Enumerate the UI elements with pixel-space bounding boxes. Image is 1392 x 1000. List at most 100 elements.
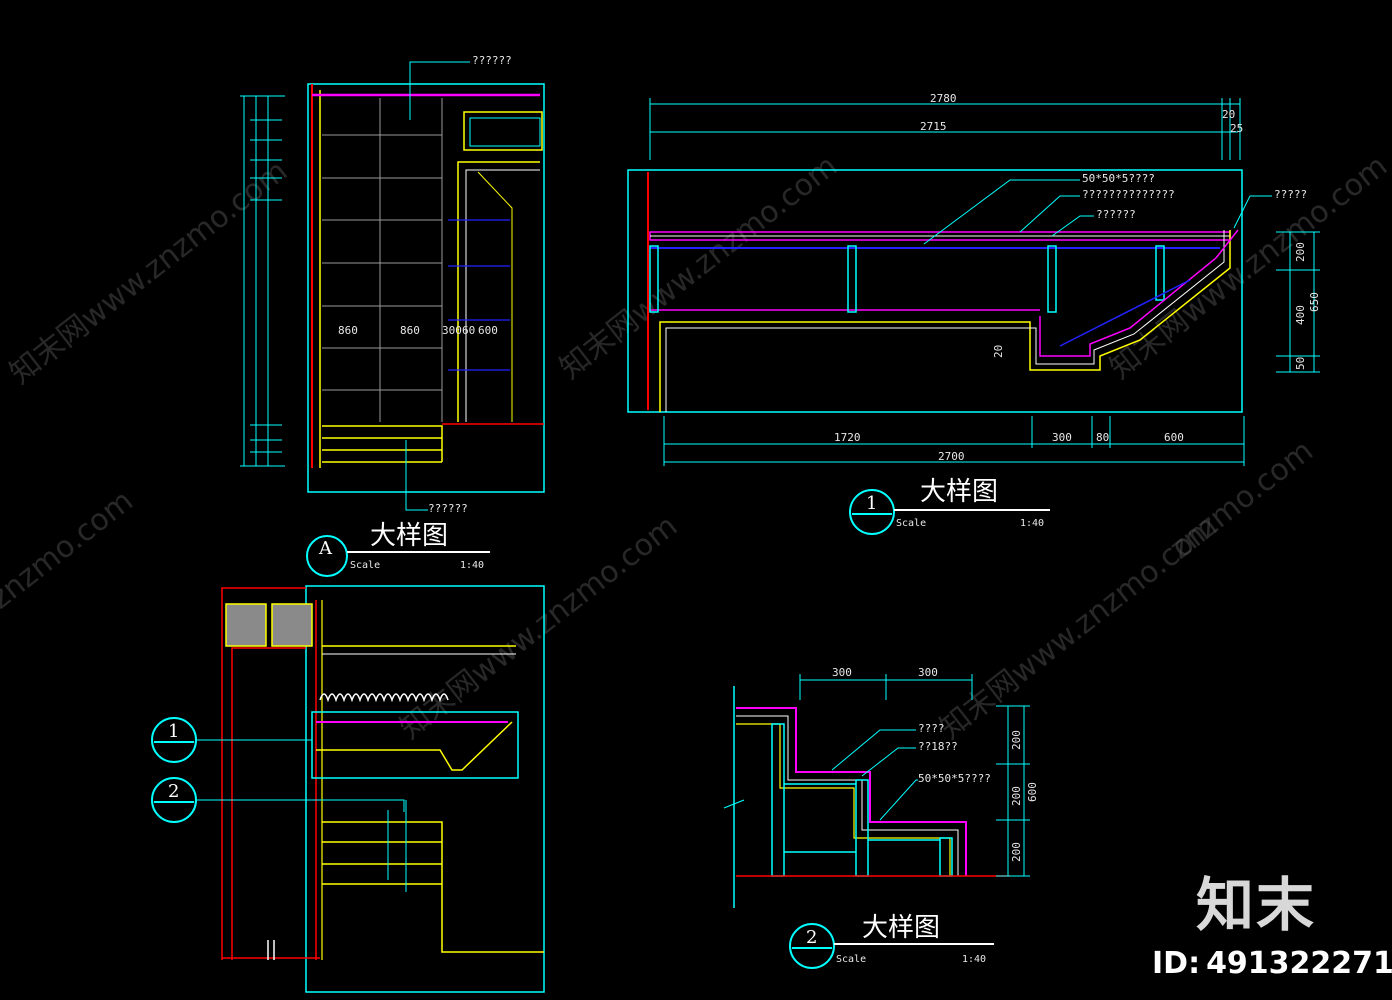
callout-text: 50*50*5???? bbox=[918, 772, 991, 785]
counter-plan bbox=[311, 711, 519, 779]
dim-label: 50 bbox=[1294, 357, 1307, 370]
base-outline bbox=[665, 230, 1225, 412]
dim-side bbox=[1276, 231, 1320, 373]
dim-label: 20 bbox=[1222, 108, 1235, 121]
section-2: 300 300 200 200 200 600 ???? bbox=[723, 666, 1039, 969]
plan-wall bbox=[221, 587, 306, 960]
view-marker-label: 2 bbox=[806, 927, 817, 948]
steps bbox=[322, 425, 443, 463]
callout-text: ?????? bbox=[428, 502, 468, 515]
section-1: 2780 2715 20 25 200 400 650 bbox=[627, 92, 1321, 535]
dim-label: 860 bbox=[400, 324, 420, 337]
section-line bbox=[196, 799, 405, 812]
scale-label: Scale bbox=[896, 518, 926, 529]
dim-label: 300 bbox=[918, 666, 938, 679]
dim-label: 300 bbox=[832, 666, 852, 679]
callout-leader bbox=[861, 747, 916, 777]
dim-label: 400 bbox=[1294, 305, 1307, 325]
callout-leader bbox=[405, 440, 428, 511]
panel-grid bbox=[322, 98, 443, 422]
brand-logo: 知末 bbox=[1196, 871, 1317, 939]
watermark: 知末网www.znzmo.com bbox=[553, 148, 844, 386]
dim-label: 20 bbox=[992, 345, 1005, 358]
plan-wall bbox=[231, 647, 306, 960]
view-title: 大样图 bbox=[370, 521, 448, 551]
view-title: 大样图 bbox=[862, 913, 940, 943]
view-marker-label: 1 bbox=[866, 493, 877, 514]
callout-leader bbox=[409, 61, 470, 120]
step-profile bbox=[736, 707, 967, 876]
view-marker-1 bbox=[849, 489, 895, 535]
door-frame bbox=[465, 169, 540, 422]
dim-label: 80 bbox=[1096, 431, 1109, 444]
section-1-frame bbox=[627, 169, 1243, 413]
dim-label: 2700 bbox=[938, 450, 965, 463]
elevation-a-frame bbox=[307, 83, 545, 493]
dim-label: 2780 bbox=[930, 92, 957, 105]
asset-id-label: ID: bbox=[1152, 946, 1201, 981]
callout-text: ????? bbox=[1274, 188, 1307, 201]
dim-label: 600 bbox=[1164, 431, 1184, 444]
callout-leader bbox=[1233, 195, 1272, 229]
scale-value: 1:40 bbox=[962, 954, 986, 965]
door-frame bbox=[457, 161, 540, 422]
callout-text: ?????? bbox=[1096, 208, 1136, 221]
scale-value: 1:40 bbox=[460, 560, 484, 571]
dim-label: 650 bbox=[1308, 292, 1321, 312]
column bbox=[225, 603, 267, 647]
dim-label: 300 bbox=[442, 324, 462, 337]
callout-text: ?????? bbox=[472, 54, 512, 67]
callout-text: ??18?? bbox=[918, 740, 958, 753]
callout-leader bbox=[923, 179, 1080, 245]
dim-bottom bbox=[663, 416, 1245, 466]
dim-label: 60 bbox=[462, 324, 475, 337]
dim-side bbox=[996, 705, 1030, 877]
callout-leader bbox=[831, 729, 916, 771]
section-marker-label: 1 bbox=[168, 721, 179, 742]
view-title: 大样图 bbox=[920, 477, 998, 507]
door-frame bbox=[477, 171, 513, 422]
dim-label: 200 bbox=[1294, 242, 1307, 262]
dim-top bbox=[799, 674, 973, 700]
view-marker-2 bbox=[789, 923, 835, 969]
view-marker-label: A bbox=[318, 538, 333, 559]
dim-label: 2715 bbox=[920, 120, 947, 133]
callout-leader bbox=[1051, 215, 1094, 237]
railing-coils bbox=[319, 693, 449, 703]
callout-text: 50*50*5???? bbox=[1082, 172, 1155, 185]
callout-text: ?????????????? bbox=[1082, 188, 1175, 201]
callout-leader bbox=[879, 779, 918, 821]
section-marker-label: 2 bbox=[168, 781, 179, 802]
dim-label: 600 bbox=[1026, 782, 1039, 802]
brace bbox=[1059, 279, 1191, 347]
callout-text: ???? bbox=[918, 722, 945, 735]
callout-leader bbox=[1019, 195, 1080, 233]
dim-label: 600 bbox=[478, 324, 498, 337]
dim-label: 200 bbox=[1010, 842, 1023, 862]
asset-id: ID:491322271 bbox=[1152, 946, 1392, 981]
scale-value: 1:40 bbox=[1020, 518, 1044, 529]
watermark-layer: 知末网www.znzmo.com 知末网www.znzmo.com 知末网www… bbox=[0, 148, 1392, 746]
dim-label: 860 bbox=[338, 324, 358, 337]
plan-steps bbox=[322, 821, 544, 953]
plan-frame bbox=[305, 585, 545, 993]
counter-plan bbox=[316, 721, 513, 771]
dim-vertical bbox=[240, 95, 285, 467]
dim-top bbox=[649, 98, 1241, 160]
dim-label: 300 bbox=[1052, 431, 1072, 444]
break-mark bbox=[723, 799, 745, 809]
dim-label: 200 bbox=[1010, 730, 1023, 750]
watermark: znzmo.com bbox=[0, 483, 140, 616]
scale-label: Scale bbox=[350, 560, 380, 571]
elevation-a: 860 860 300 60 600 ?????? ?????? A 大样图 S… bbox=[240, 54, 545, 577]
watermark: znzmo.com bbox=[1163, 433, 1319, 566]
watermark: 知末网www.znzmo.com bbox=[3, 153, 294, 391]
dim-label: 200 bbox=[1010, 786, 1023, 806]
opening bbox=[463, 111, 543, 151]
dim-label: 25 bbox=[1230, 122, 1243, 135]
asset-id-value: 491322271 bbox=[1206, 946, 1392, 981]
plan-view: 1 2 bbox=[151, 585, 545, 993]
supports bbox=[649, 245, 1165, 313]
dim-label: 1720 bbox=[834, 431, 861, 444]
